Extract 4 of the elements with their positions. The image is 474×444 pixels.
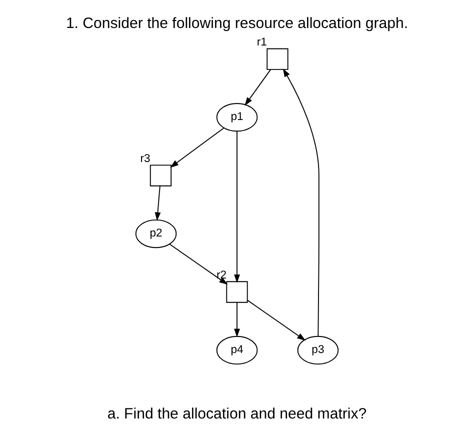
caption: a. Find the allocation and need matrix? xyxy=(107,406,367,423)
node-label: r1 xyxy=(256,36,267,49)
diagram-title: 1. Consider the following resource allocation graph. xyxy=(66,14,408,32)
node-label: r3 xyxy=(140,152,150,165)
